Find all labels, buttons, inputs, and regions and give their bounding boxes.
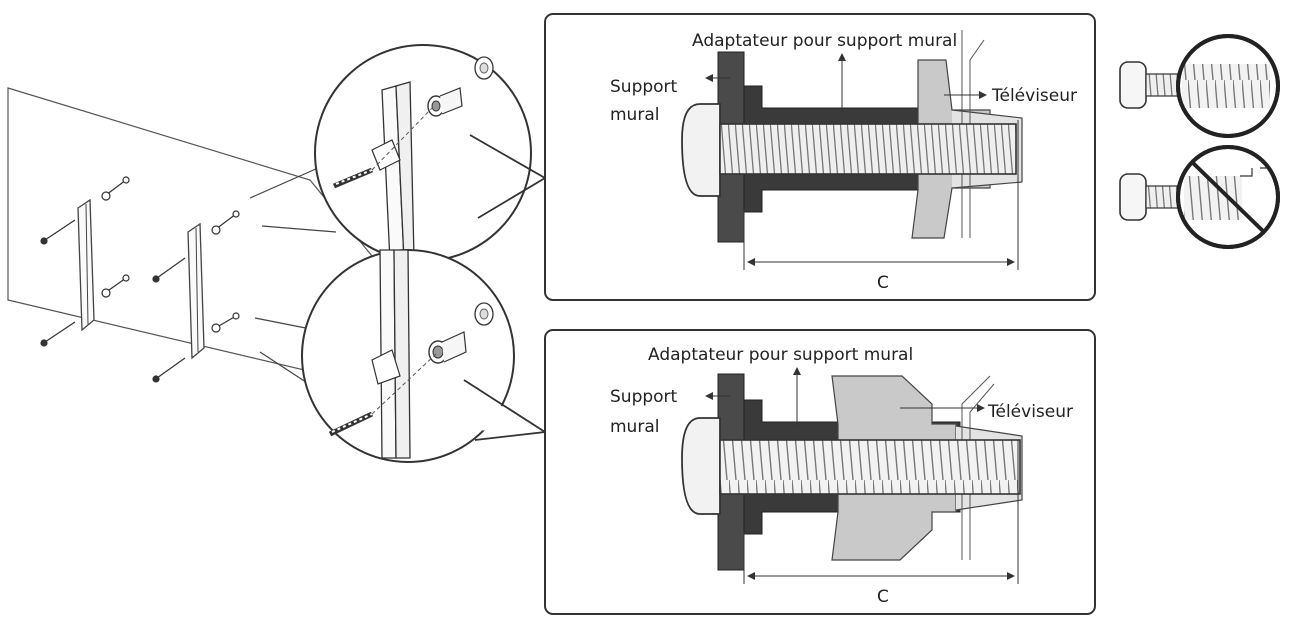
- screw-head: [681, 103, 721, 197]
- cross-section-panel-bottom: Adaptateur pour support mural Support mu…: [544, 329, 1096, 615]
- spacer-icon: [428, 302, 494, 364]
- screw-icon: [40, 176, 240, 383]
- adapter-label: Adaptateur pour support mural: [692, 31, 957, 51]
- screw-head: [681, 417, 721, 515]
- incorrect-screw-icon: [1119, 145, 1280, 249]
- spacer-icon: [427, 56, 494, 117]
- magnifier-bottom: [301, 249, 548, 463]
- wall-support-label: mural: [610, 105, 659, 125]
- screw-icon: [333, 107, 433, 189]
- correct-screw-icon: [1119, 34, 1280, 138]
- screw-shaft: [719, 123, 1017, 175]
- tv-label: Téléviseur: [991, 86, 1077, 106]
- mount-bracket-left: [77, 198, 95, 332]
- screw-shaft: [719, 439, 1021, 495]
- dimension-c: [743, 440, 1019, 584]
- dimension-label: C: [877, 587, 889, 607]
- wall-support-label: mural: [610, 417, 659, 437]
- mount-bracket-right: [187, 222, 205, 360]
- adapter-label: Adaptateur pour support mural: [648, 345, 913, 365]
- magnifier-top: [314, 44, 547, 263]
- cross-section-panel-top: Adaptateur pour support mural Support mu…: [544, 13, 1096, 301]
- wall-support-label: Support: [610, 77, 678, 97]
- wall-support-label: Support: [610, 387, 678, 407]
- tv-label: Téléviseur: [987, 402, 1073, 422]
- screw-icon: [328, 353, 437, 437]
- dimension-label: C: [877, 273, 889, 293]
- dimension-c: [743, 120, 1019, 270]
